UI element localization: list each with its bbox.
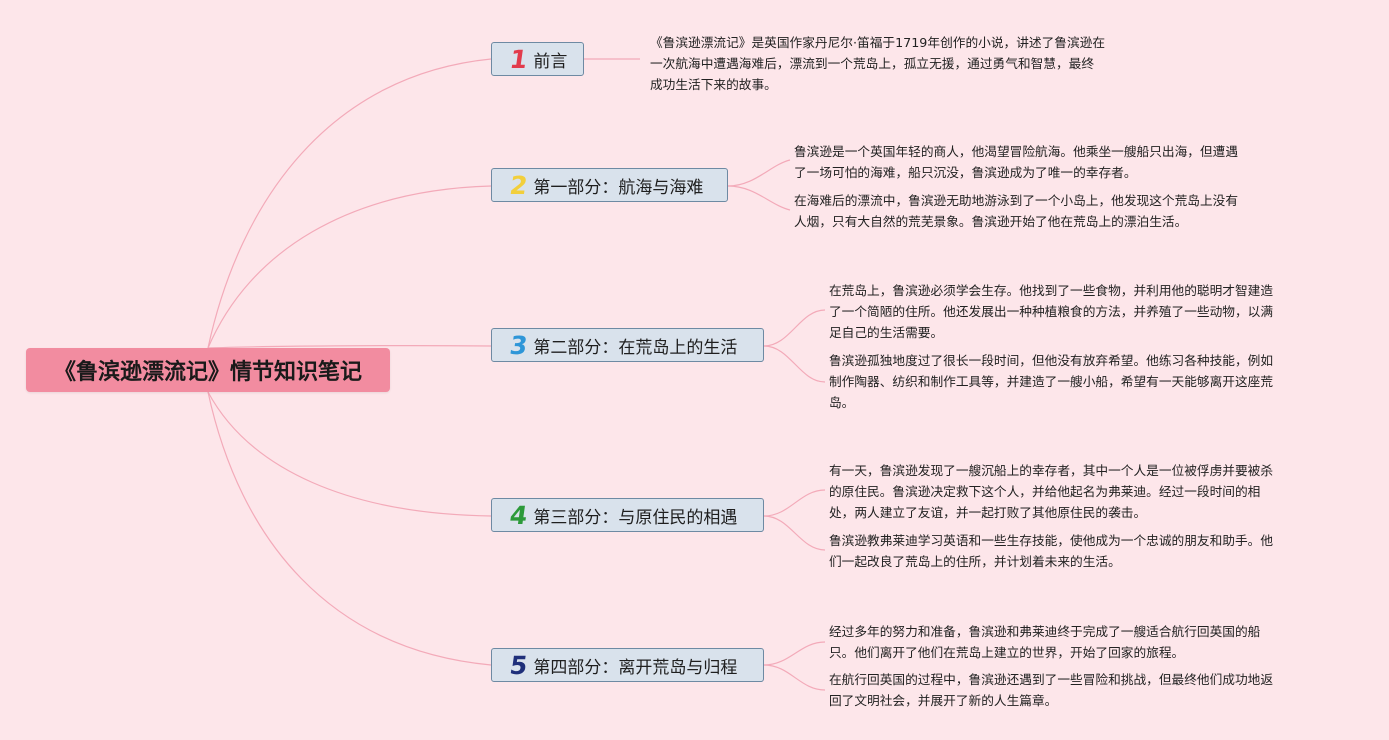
number-1-icon: 1 <box>507 44 530 74</box>
note-part2-2[interactable]: 鲁滨逊孤独地度过了很长一段时间，但他没有放弃希望。他练习各种技能，例如 制作陶器… <box>829 353 1274 410</box>
topic-label: 前言 <box>533 51 568 72</box>
number-4-icon: 4 <box>507 500 530 530</box>
topic-label: 第二部分：在荒岛上的生活 <box>533 337 738 358</box>
topic-leaving-island[interactable]: 5 第四部分：离开荒岛与归程 <box>491 648 764 682</box>
topic-preface[interactable]: 1 前言 <box>491 42 584 76</box>
note-part3-1[interactable]: 有一天，鲁滨逊发现了一艘沉船上的幸存者，其中一个人是一位被俘虏并要被杀 的原住民… <box>829 463 1274 520</box>
note-part2-1[interactable]: 在荒岛上，鲁滨逊必须学会生存。他找到了一些食物，并利用他的聪明才智建造 了一个简… <box>829 283 1274 340</box>
note-part1-2[interactable]: 在海难后的漂流中，鲁滨逊无助地游泳到了一个小岛上，他发现这个荒岛上没有 人烟，只… <box>794 193 1239 229</box>
note-preface-1[interactable]: 《鲁滨逊漂流记》是英国作家丹尼尔·笛福于1719年创作的小说，讲述了鲁滨逊在 一… <box>650 35 1106 92</box>
topic-label: 第四部分：离开荒岛与归程 <box>533 657 738 678</box>
topic-meeting-natives[interactable]: 4 第三部分：与原住民的相遇 <box>491 498 764 532</box>
root-topic[interactable]: 《鲁滨逊漂流记》情节知识笔记 <box>26 348 390 392</box>
topic-label: 第三部分：与原住民的相遇 <box>533 507 738 528</box>
number-5-icon: 5 <box>507 650 530 680</box>
number-3-icon: 3 <box>507 330 530 360</box>
note-part1-1[interactable]: 鲁滨逊是一个英国年轻的商人，他渴望冒险航海。他乘坐一艘船只出海，但遭遇 了一场可… <box>794 144 1239 180</box>
note-part3-2[interactable]: 鲁滨逊教弗莱迪学习英语和一些生存技能，使他成为一个忠诚的朋友和助手。他 们一起改… <box>829 533 1274 569</box>
topic-label: 第一部分：航海与海难 <box>533 177 704 198</box>
number-2-icon: 2 <box>507 170 530 200</box>
note-part4-2[interactable]: 在航行回英国的过程中，鲁滨逊还遇到了一些冒险和挑战，但最终他们成功地返 回了文明… <box>829 672 1274 708</box>
note-part4-1[interactable]: 经过多年的努力和准备，鲁滨逊和弗莱迪终于完成了一艘适合航行回英国的船 只。他们离… <box>829 624 1261 660</box>
topic-voyage-shipwreck[interactable]: 2 第一部分：航海与海难 <box>491 168 728 202</box>
topic-island-life[interactable]: 3 第二部分：在荒岛上的生活 <box>491 328 764 362</box>
